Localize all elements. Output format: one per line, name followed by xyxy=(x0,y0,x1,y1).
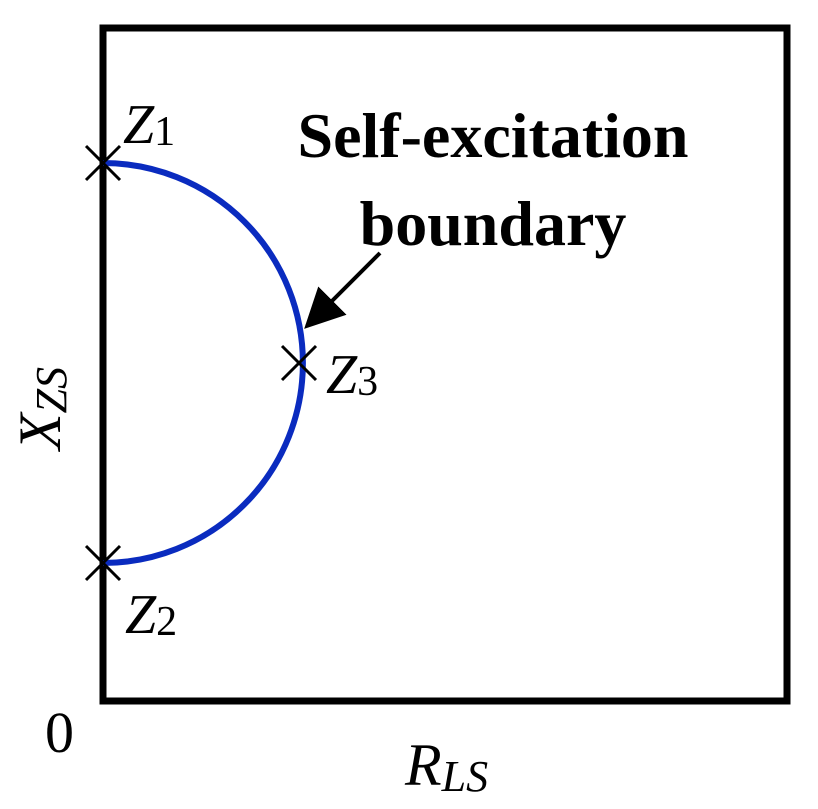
y-axis-label: XZS xyxy=(7,367,76,452)
marker-z2-cross xyxy=(84,544,122,582)
origin-label: 0 xyxy=(45,700,74,765)
annotation-line2: boundary xyxy=(360,188,627,259)
marker-z1-cross xyxy=(84,144,122,182)
point-label-z2: Z2 xyxy=(125,584,177,646)
marker-z3-cross xyxy=(280,344,318,382)
point-label-z1: Z1 xyxy=(123,94,175,156)
annotation-arrow xyxy=(304,251,382,329)
plot-frame xyxy=(99,24,791,705)
point-label-z3: Z3 xyxy=(326,344,378,406)
x-axis-label: RLS xyxy=(404,732,488,801)
annotation-line1: Self-excitation xyxy=(298,100,689,171)
boundary-curve xyxy=(102,160,306,566)
